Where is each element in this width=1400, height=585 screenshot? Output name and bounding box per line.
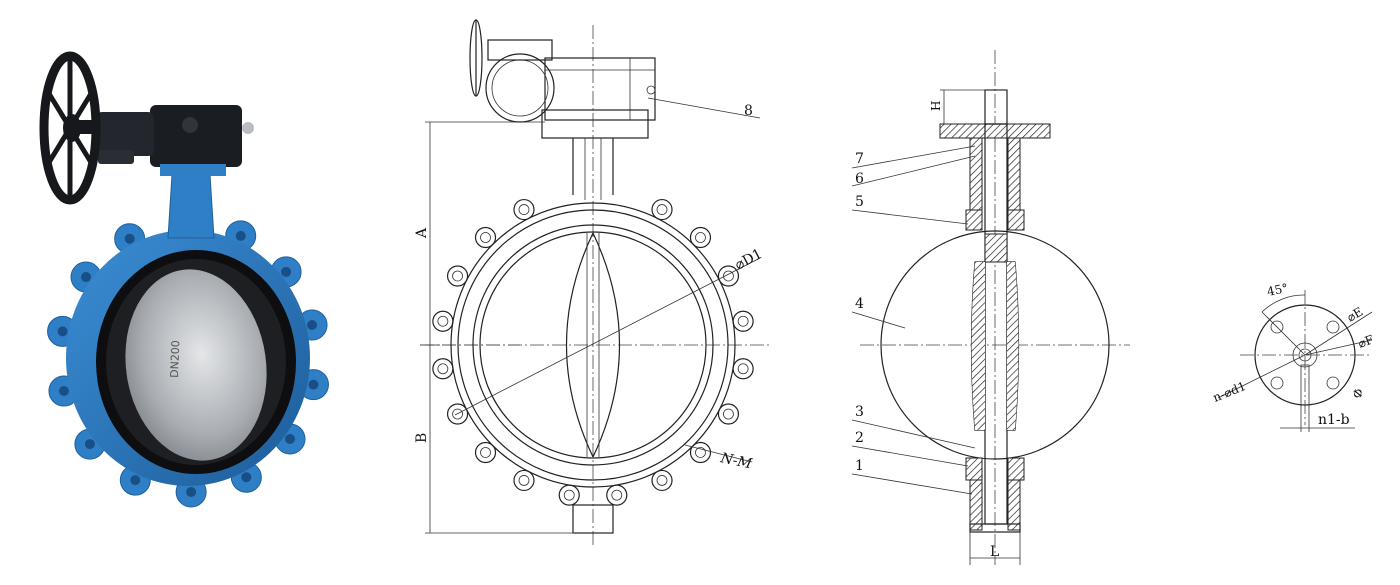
lug-outline: [732, 310, 754, 332]
lug-bolt-hole: [452, 408, 463, 420]
dim-phi-label: Φ: [1350, 385, 1367, 402]
lug-hole: [307, 320, 318, 331]
part-callouts: 7 6 5 4 3 2 1: [851, 145, 976, 495]
lug-outline: [558, 484, 580, 506]
part-2-label: 2: [855, 430, 864, 446]
dim-f-label: ⌀F: [1356, 332, 1375, 350]
lug-hole: [186, 486, 197, 497]
key-label: n1-b: [1318, 412, 1350, 428]
part-4-label: 4: [855, 296, 864, 312]
lug-hole: [235, 230, 246, 241]
valve-neck: [167, 174, 215, 239]
lug-outline: [732, 358, 754, 380]
lug-outline: [474, 441, 497, 464]
dim-b-label: B: [414, 433, 430, 443]
angle-label: 45°: [1266, 281, 1290, 299]
lug-hole: [130, 475, 141, 486]
lug-outline: [446, 403, 469, 425]
lug-outline: [651, 469, 673, 492]
part-1-label: 1: [855, 458, 864, 474]
lug-outline: [717, 265, 740, 287]
dim-a-label: A: [414, 227, 430, 239]
lug-outline: [651, 198, 673, 221]
lug-outline: [689, 441, 712, 464]
dim-l-label: L: [990, 544, 999, 560]
lug-bolt-hole: [452, 270, 463, 282]
lug-hole: [81, 272, 92, 283]
lug-outline: [474, 226, 497, 249]
top-flange-detail: 45° ⌀E ⌀F Φ n-⌀d1 n1-b: [1211, 281, 1376, 432]
lug-bolt-hole: [737, 315, 749, 327]
valve-disc: [125, 269, 267, 461]
part-7-label: 7: [855, 151, 864, 167]
dim-h-label: H: [929, 101, 943, 111]
lug-hole: [84, 439, 95, 450]
lug-outline: [606, 484, 628, 506]
holes-label: n-⌀d1: [1211, 379, 1248, 405]
lug-outline: [432, 358, 454, 380]
lug-hole: [124, 233, 135, 244]
lug-bolt-hole: [480, 447, 491, 458]
lug-hole: [281, 266, 292, 277]
lug-outline: [446, 265, 469, 287]
lug-bolt-hole: [723, 270, 734, 282]
lug-holes: [432, 198, 754, 506]
lug-hole: [241, 472, 252, 483]
lug-outline: [513, 198, 535, 221]
part-8-label: 8: [744, 103, 753, 119]
lug-bolt-hole: [437, 363, 449, 375]
lug-bolt-hole: [611, 489, 623, 501]
lug-outline: [513, 469, 535, 492]
bolt-spec-label: N-M: [718, 450, 754, 473]
lug-hole: [308, 379, 319, 390]
part-3-label: 3: [855, 404, 864, 420]
dim-e-label: ⌀E: [1345, 304, 1366, 324]
lug-bolt-hole: [695, 232, 706, 243]
lug-hole: [58, 385, 69, 396]
part-6-label: 6: [855, 171, 864, 187]
lug-outline: [717, 403, 740, 425]
lug-bolt-hole: [656, 204, 668, 215]
lug-bolt-hole: [518, 204, 530, 215]
handwheel-icon: [39, 51, 101, 205]
section-view-drawing: H L 7 6 5 4: [851, 50, 1130, 565]
lug-bolt-hole: [563, 489, 575, 501]
lug-bolt-hole: [723, 408, 734, 420]
valve-photo: DN200: [39, 51, 329, 508]
gearbox: [96, 105, 254, 176]
dim-d1-label: ⌀D1: [732, 246, 765, 274]
part-5-label: 5: [855, 194, 864, 210]
lug-bolt-hole: [437, 315, 449, 327]
lug-bolt-hole: [737, 363, 749, 375]
lug-bolt-hole: [518, 475, 530, 486]
lug-outline: [432, 310, 454, 332]
lug-outline: [689, 226, 712, 249]
gear-operator: [469, 19, 656, 139]
lug-bolt-hole: [695, 447, 706, 458]
front-view-drawing: ⌀D1 N-M 8 A B: [414, 19, 770, 545]
lug-hole: [284, 433, 295, 444]
lug-bolt-hole: [480, 232, 491, 243]
lug-bolt-hole: [656, 475, 668, 486]
lug-hole: [57, 326, 68, 337]
disc-marking: DN200: [168, 340, 182, 378]
